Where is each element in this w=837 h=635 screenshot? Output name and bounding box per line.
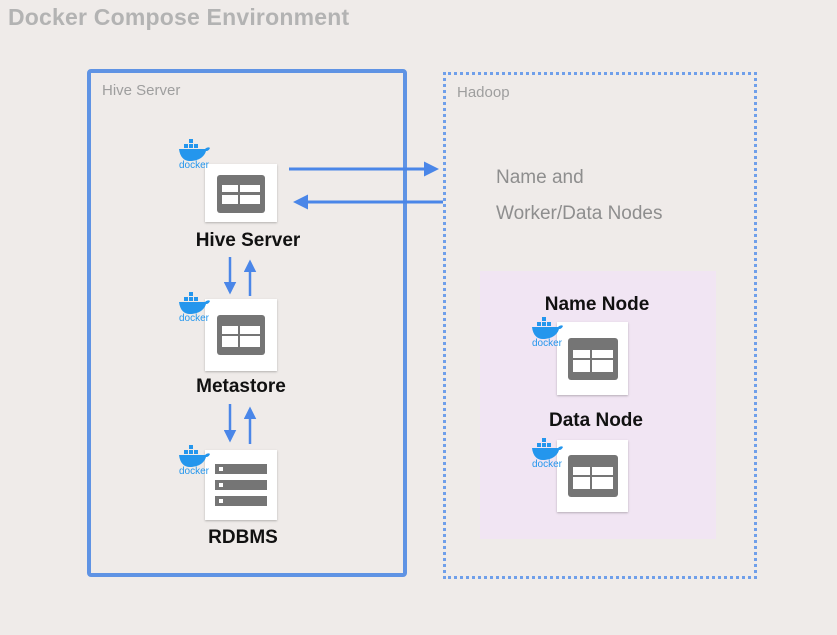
docker-badge-text: docker xyxy=(179,313,210,323)
name-node-label: Name Node xyxy=(544,294,650,315)
metastore-label: Metastore xyxy=(196,376,286,397)
server-window-icon xyxy=(568,455,618,497)
docker-icon: docker xyxy=(528,435,566,470)
hadoop-description-line-1: Name and xyxy=(496,167,584,188)
rdbms-label: RDBMS xyxy=(208,527,278,548)
hive-group-label: Hive Server xyxy=(102,82,181,99)
docker-badge-text: docker xyxy=(532,459,563,469)
docker-icon: docker xyxy=(175,289,213,324)
hadoop-description-line-2: Worker/Data Nodes xyxy=(496,203,663,224)
data-node-card xyxy=(557,440,628,512)
metastore-card xyxy=(205,299,277,371)
server-window-icon xyxy=(217,315,265,355)
name-node-card xyxy=(557,322,628,395)
server-window-icon xyxy=(568,338,618,380)
docker-icon: docker xyxy=(175,442,213,477)
server-window-icon xyxy=(217,175,265,213)
hive-server-card xyxy=(205,164,277,222)
hadoop-group-label: Hadoop xyxy=(457,84,510,101)
hive-server-label: Hive Server xyxy=(195,230,301,251)
docker-badge-text: docker xyxy=(532,338,563,348)
diagram-title: Docker Compose Environment xyxy=(8,4,350,30)
hadoop-group xyxy=(443,72,757,579)
data-node-label: Data Node xyxy=(549,410,643,431)
docker-icon: docker xyxy=(175,136,213,171)
database-rack-icon xyxy=(215,464,267,506)
docker-badge-text: docker xyxy=(179,466,210,476)
hive-server-group xyxy=(87,69,407,577)
docker-badge-text: docker xyxy=(179,160,210,170)
docker-icon: docker xyxy=(528,314,566,349)
rdbms-card xyxy=(205,450,277,520)
